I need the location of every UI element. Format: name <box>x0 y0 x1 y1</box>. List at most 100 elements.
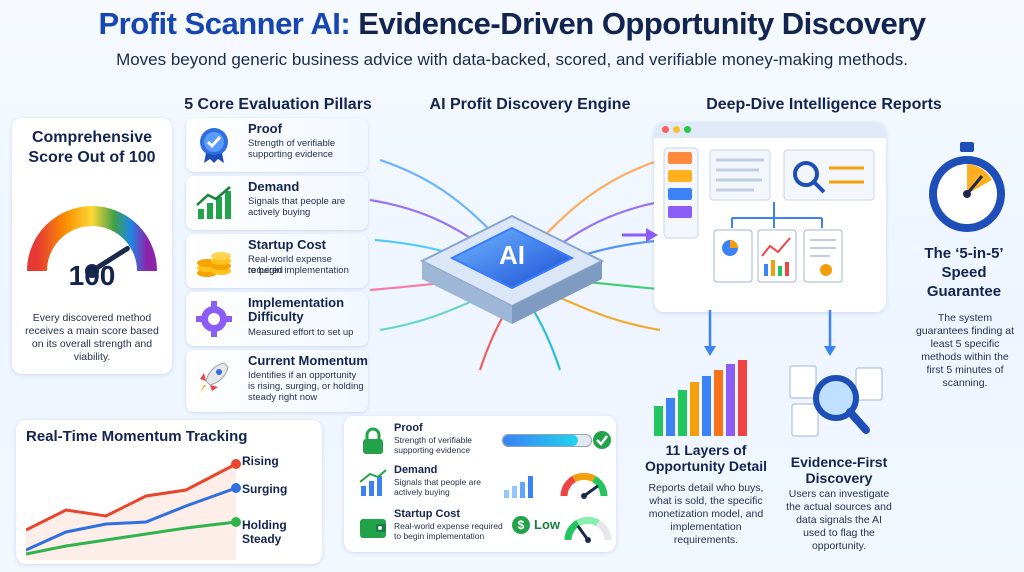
pillar-demand: Demand Signals that people are actively … <box>186 176 368 230</box>
layers-description: Reports detail who buys, what is sold, t… <box>648 482 764 546</box>
layers-title-line1: 11 Layers of <box>665 442 747 458</box>
pillar-current-momentum: Current Momentum Identifies if an opport… <box>186 350 368 412</box>
mini-desc-line2: to begin implementation <box>394 531 485 541</box>
score-title-line1: Comprehensive <box>31 129 153 146</box>
window-zoom-dot <box>684 126 691 133</box>
pillar-name: Proof <box>248 121 282 136</box>
ai-chip <box>419 214 605 324</box>
line-rising <box>26 462 237 532</box>
mini-name: Demand <box>394 464 438 476</box>
momentum-title: Real-Time Momentum Tracking <box>26 428 248 445</box>
chip-side-right <box>512 261 602 324</box>
pillar-desc-line2: is rising, surging, or holding <box>248 381 364 392</box>
score-value: 100 <box>68 260 116 291</box>
mini-desc-line1: Signals that people are <box>394 477 481 487</box>
pillars-heading: 5 Core Evaluation Pillars <box>184 96 372 113</box>
engine-to-report-arrow <box>622 228 658 242</box>
mini-desc-line1: Real-world expense required <box>394 521 503 531</box>
score-title: Comprehensive Score Out of 100 <box>12 128 172 168</box>
legend-surging: Surging <box>242 482 288 496</box>
demand-gauge <box>560 472 608 499</box>
legend-holding-steady: Holding Steady <box>242 518 287 546</box>
speed-title-line2: Speed <box>941 264 987 281</box>
pillar-desc-line1: Identifies if an opportunity <box>248 370 357 381</box>
mini-desc-line2: actively buying <box>394 487 450 497</box>
speed-title: The ‘5-in-5’ Speed Guarantee <box>904 244 1024 301</box>
page-title: Profit Scanner AI: Evidence-Driven Oppor… <box>0 6 1024 42</box>
mini-row-startup-cost: Startup Cost Real-world expense required… <box>352 506 612 548</box>
pillar-desc-line2: actively buying <box>248 207 311 218</box>
report-diagram <box>663 147 875 283</box>
pillar-name-line1: Implementation <box>248 295 345 310</box>
gear-icon <box>196 301 232 337</box>
pillar-desc-line2: to begin implementation <box>248 265 349 276</box>
pillar-desc-line1: Measured effort to set up <box>248 327 354 338</box>
gauge-arc <box>27 206 157 272</box>
mini-name: Proof <box>394 422 423 434</box>
pillar-name: Current Momentum <box>248 353 368 368</box>
chip-core <box>449 226 575 290</box>
page-subtitle: Moves beyond generic business advice wit… <box>116 50 908 69</box>
wallet-icon <box>360 519 386 538</box>
evidence-description: Users can investigate the actual sources… <box>786 488 892 552</box>
badge-check-icon <box>200 128 228 163</box>
line-surging <box>26 486 237 552</box>
ai-chip-label: AI <box>499 240 525 270</box>
coins-icon <box>197 252 231 277</box>
demand-mini-bars <box>504 476 533 498</box>
mini-desc-line1: Strength of verifiable <box>394 435 472 445</box>
mini-name: Startup Cost <box>394 508 460 520</box>
speed-title-line1: The ‘5-in-5’ <box>924 245 1004 262</box>
layers-title: 11 Layers of Opportunity Detail <box>636 442 776 474</box>
line-holding-steady <box>26 520 237 556</box>
pillar-desc-line2: supporting evidence <box>248 149 334 160</box>
score-gauge <box>27 206 157 278</box>
pillar-desc-line1: Strength of verifiable <box>248 138 336 149</box>
cost-level-label: Low <box>534 517 560 532</box>
speed-title-line3: Guarantee <box>926 283 1002 300</box>
cost-gauge <box>564 516 612 543</box>
pillar-desc-line1: Real-world expense required <box>248 254 332 276</box>
proof-progress-fill <box>503 435 578 446</box>
layers-bar-chart <box>654 360 747 436</box>
chip-side-left <box>422 261 512 324</box>
evidence-magnifier-icon <box>789 365 883 437</box>
title-brand: Profit Scanner AI: <box>98 6 351 41</box>
momentum-card: Real-Time Momentum Tracking Rising Surgi… <box>16 420 322 564</box>
bar-trend-icon <box>359 469 387 496</box>
gauge-needle <box>89 245 130 274</box>
rocket-icon <box>200 362 229 393</box>
score-card: Comprehensive Score Out of 100 100 Every… <box>12 118 172 374</box>
pillar-desc-line3: steady right now <box>248 392 318 403</box>
gauge-hub <box>85 264 99 278</box>
dollar-icon: $ <box>512 516 530 534</box>
mini-desc-line2: supporting evidence <box>394 445 471 455</box>
evidence-title-line2: Discovery <box>805 470 873 486</box>
score-title-line2: Score Out of 100 <box>28 149 156 166</box>
report-arrows <box>704 310 836 356</box>
score-description: Every discovered method receives a main … <box>25 312 159 363</box>
window-minimize-dot <box>673 126 680 133</box>
report-window <box>654 122 886 312</box>
window-titlebar <box>654 122 886 138</box>
pillar-name-line2: Difficulty <box>248 309 304 324</box>
pillar-startup-cost: Startup Cost Real-world expense required… <box>186 234 368 288</box>
check-circle-icon <box>593 431 611 449</box>
lock-icon <box>363 427 383 454</box>
stopwatch-icon <box>929 142 1005 232</box>
momentum-chart <box>26 459 241 560</box>
layers-title-line2: Opportunity Detail <box>644 458 768 474</box>
pillar-proof: Proof Strength of verifiable supporting … <box>186 118 368 172</box>
legend-rising: Rising <box>242 454 279 468</box>
reports-heading: Deep-Dive Intelligence Reports <box>706 96 942 113</box>
window-close-dot <box>662 126 669 133</box>
pillar-desc-line1: Signals that people are <box>248 196 346 207</box>
proof-progress-bar <box>502 434 592 447</box>
title-tagline: Evidence-Driven Opportunity Discovery <box>358 6 926 41</box>
pillar-name: Startup Cost <box>248 237 326 252</box>
